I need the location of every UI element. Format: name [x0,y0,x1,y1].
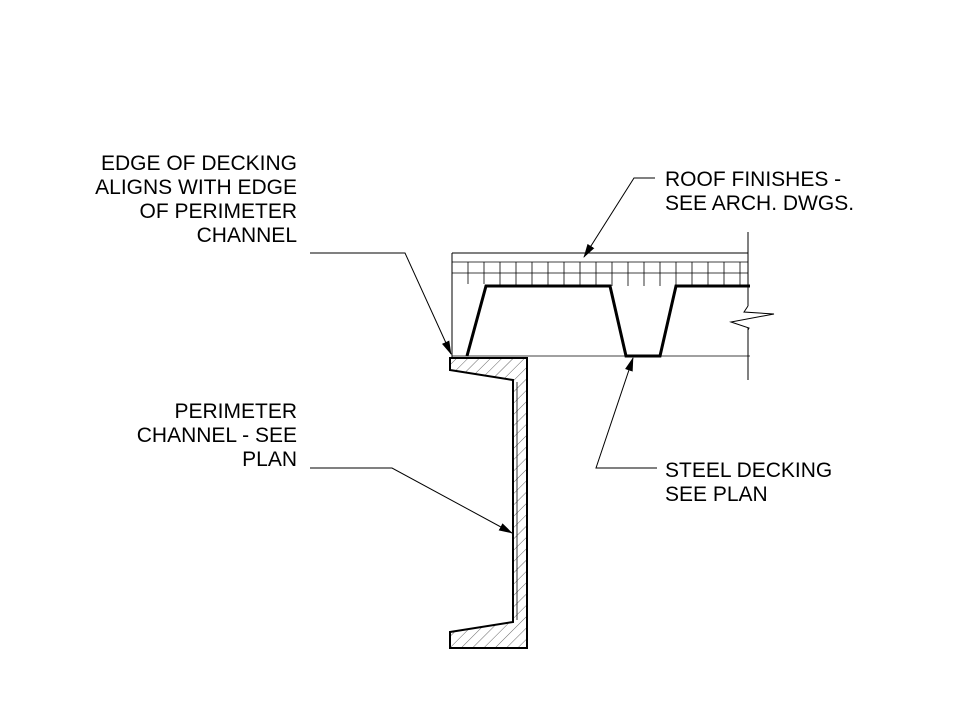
leader-roof-finishes [583,177,655,258]
note-line: SEE PLAN [665,483,768,506]
note-line: PLAN [242,448,297,471]
note-line: ALIGNS WITH EDGE [95,176,297,199]
note-line: PERIMETER [174,400,297,423]
roof-finishes-layer [451,252,748,358]
steel-decking [452,284,750,358]
note-line: ROOF FINISHES - [665,168,842,191]
steel-decking-note: STEEL DECKING SEE PLAN [665,459,832,507]
note-line: CHANNEL [196,224,297,247]
edge-of-decking-note: EDGE OF DECKING ALIGNS WITH EDGE OF PERI… [95,152,297,248]
roof-finishes-note: ROOF FINISHES - SEE ARCH. DWGS. [665,168,854,216]
note-line: EDGE OF DECKING [100,152,297,175]
note-line: CHANNEL - SEE [136,424,297,447]
perimeter-channel-note: PERIMETER CHANNEL - SEE PLAN [137,400,297,472]
note-line: OF PERIMETER [139,200,297,223]
leader-steel-decking [595,357,657,469]
note-line: STEEL DECKING [665,459,833,482]
leader-perimeter-channel [310,467,513,534]
perimeter-channel [449,357,528,649]
break-line [729,232,775,380]
leader-edge-of-decking [310,252,452,355]
note-line: SEE ARCH. DWGS. [665,192,855,215]
